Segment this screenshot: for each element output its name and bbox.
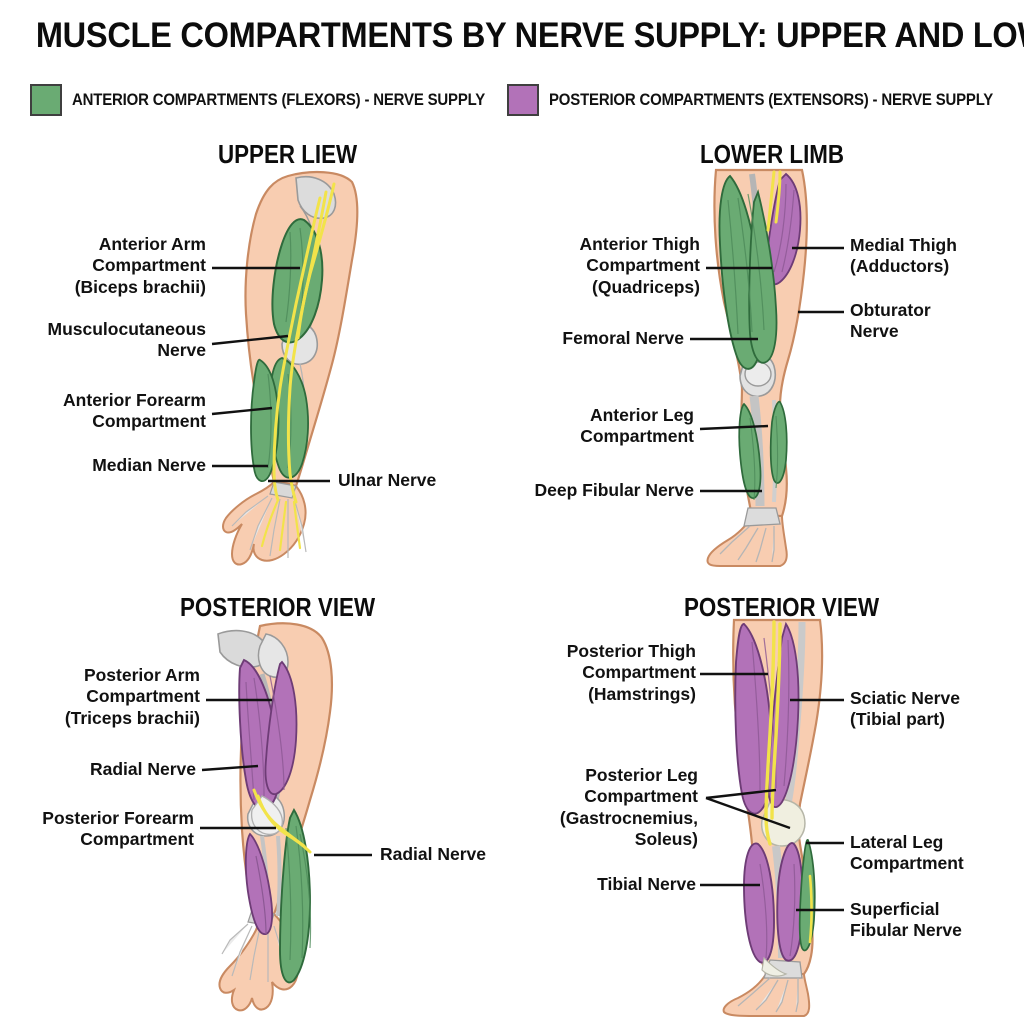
arm-anterior-nerves bbox=[260, 182, 336, 552]
label-deep-fibular-nerve: Deep Fibular Nerve bbox=[534, 480, 695, 500]
label-posterior-arm-compartment: Posterior Arm Compartment (Triceps brach… bbox=[64, 665, 200, 728]
leg-anterior-muscles bbox=[718, 172, 802, 501]
label-obturator-nerve: Obturator Nerve bbox=[850, 300, 931, 342]
label-median-nerve: Median Nerve bbox=[92, 455, 206, 475]
heading-upper-anterior: UPPER LIEW bbox=[218, 139, 358, 169]
upper-limb-posterior-illustration bbox=[217, 622, 334, 1012]
label-anterior-thigh-compartment: Anterior Thigh Compartment (Quadriceps) bbox=[579, 234, 700, 297]
label-anterior-arm-compartment: Anterior Arm Compartment (Biceps brachii… bbox=[74, 234, 206, 297]
arm-anterior-muscles-green bbox=[250, 218, 324, 482]
legend-item-anterior: ANTERIOR COMPARTMENTS (FLEXORS) - NERVE … bbox=[30, 84, 541, 116]
label-posterior-thigh-compartment: Posterior Thigh Compartment (Hamstrings) bbox=[566, 641, 696, 704]
heading-upper-posterior: POSTERIOR VIEW bbox=[180, 592, 376, 622]
legend-label-posterior: POSTERIOR COMPARTMENTS (EXTENSORS) - NER… bbox=[549, 90, 994, 109]
label-musculocutaneous-nerve: Musculocutaneous Nerve bbox=[47, 319, 207, 361]
label-sciatic-nerve-tibial-part: Sciatic Nerve (Tibial part) bbox=[850, 688, 960, 730]
legend-item-posterior: POSTERIOR COMPARTMENTS (EXTENSORS) - NER… bbox=[507, 84, 1024, 116]
lower-limb-posterior-illustration bbox=[722, 618, 824, 1017]
label-tibial-nerve: Tibial Nerve bbox=[597, 874, 696, 894]
label-medial-thigh-adductors: Medial Thigh (Adductors) bbox=[850, 235, 957, 277]
heading-lower-anterior: LOWER LIMB bbox=[700, 139, 845, 169]
label-lateral-leg-compartment: Lateral Leg Compartment bbox=[850, 832, 964, 874]
label-anterior-forearm-compartment: Anterior Forearm Compartment bbox=[63, 390, 206, 432]
lower-limb-anterior-illustration bbox=[706, 168, 808, 567]
page-title: MUSCLE COMPARTMENTS BY NERVE SUPPLY: UPP… bbox=[35, 16, 1024, 55]
label-radial-nerve-forearm: Radial Nerve bbox=[380, 844, 487, 864]
label-posterior-leg-compartment: Posterior Leg Compartment (Gastrocnemius… bbox=[559, 765, 698, 850]
label-ulnar-nerve: Ulnar Nerve bbox=[338, 470, 437, 490]
leg-anterior-nerves bbox=[766, 170, 782, 232]
label-superficial-fibular-nerve: Superficial Fibular Nerve bbox=[850, 899, 962, 941]
legend: ANTERIOR COMPARTMENTS (FLEXORS) - NERVE … bbox=[0, 84, 1024, 116]
label-anterior-leg-compartment: Anterior Leg Compartment bbox=[580, 405, 694, 447]
arm-posterior-muscles bbox=[238, 658, 312, 984]
heading-lower-posterior: POSTERIOR VIEW bbox=[684, 592, 880, 622]
upper-limb-anterior-illustration bbox=[222, 170, 359, 566]
label-femoral-nerve: Femoral Nerve bbox=[562, 328, 684, 348]
legend-swatch-purple bbox=[507, 84, 539, 116]
label-posterior-forearm-compartment: Posterior Forearm Compartment bbox=[42, 808, 194, 850]
legend-swatch-green bbox=[30, 84, 62, 116]
label-radial-nerve-upper: Radial Nerve bbox=[89, 759, 196, 779]
legend-label-anterior: ANTERIOR COMPARTMENTS (FLEXORS) - NERVE … bbox=[72, 90, 486, 109]
arm-posterior-nerves bbox=[252, 788, 312, 854]
